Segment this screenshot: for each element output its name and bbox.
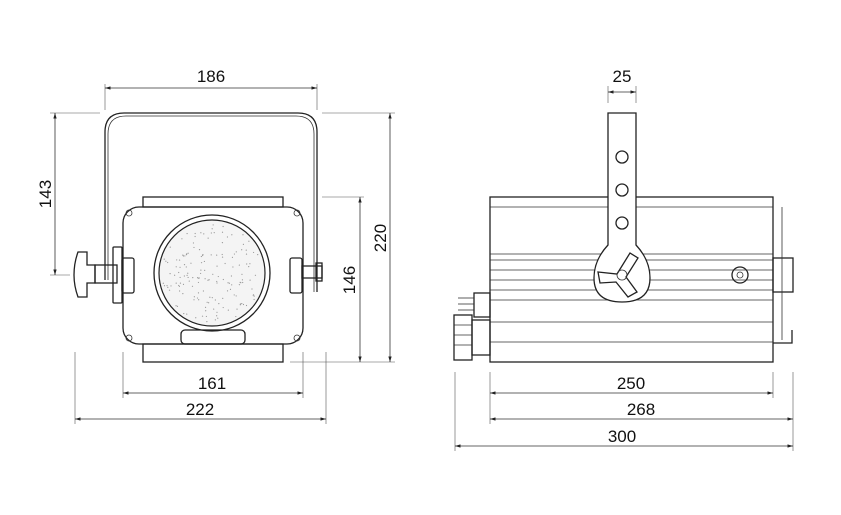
dim-label-222: 222 bbox=[186, 400, 214, 419]
lens-ring bbox=[153, 214, 271, 332]
side-dimensions bbox=[454, 86, 794, 451]
lens-tab bbox=[180, 329, 246, 345]
lens bbox=[158, 219, 266, 327]
dim-label-25: 25 bbox=[613, 67, 632, 86]
locking-knob bbox=[73, 251, 96, 298]
dim-label-161: 161 bbox=[198, 374, 226, 393]
front-view bbox=[73, 112, 323, 363]
top-plate bbox=[142, 196, 284, 208]
side-view bbox=[453, 112, 794, 363]
dim-label-220: 220 bbox=[371, 224, 390, 252]
yoke-arm bbox=[593, 112, 651, 303]
yoke-bracket bbox=[104, 112, 318, 292]
tilt-lock-handle bbox=[597, 252, 639, 298]
dim-label-268: 268 bbox=[627, 400, 655, 419]
dim-label-250: 250 bbox=[617, 374, 645, 393]
cable-gland bbox=[473, 292, 491, 318]
dim-label-146: 146 bbox=[340, 266, 359, 294]
bottom-plate bbox=[142, 343, 284, 363]
front-dimensions bbox=[50, 84, 395, 424]
lens-texture bbox=[162, 224, 259, 323]
power-connector bbox=[453, 314, 473, 361]
dim-label-143: 143 bbox=[36, 180, 55, 208]
side-knob bbox=[731, 266, 749, 284]
dim-label-186: 186 bbox=[197, 67, 225, 86]
dim-label-300: 300 bbox=[608, 427, 636, 446]
